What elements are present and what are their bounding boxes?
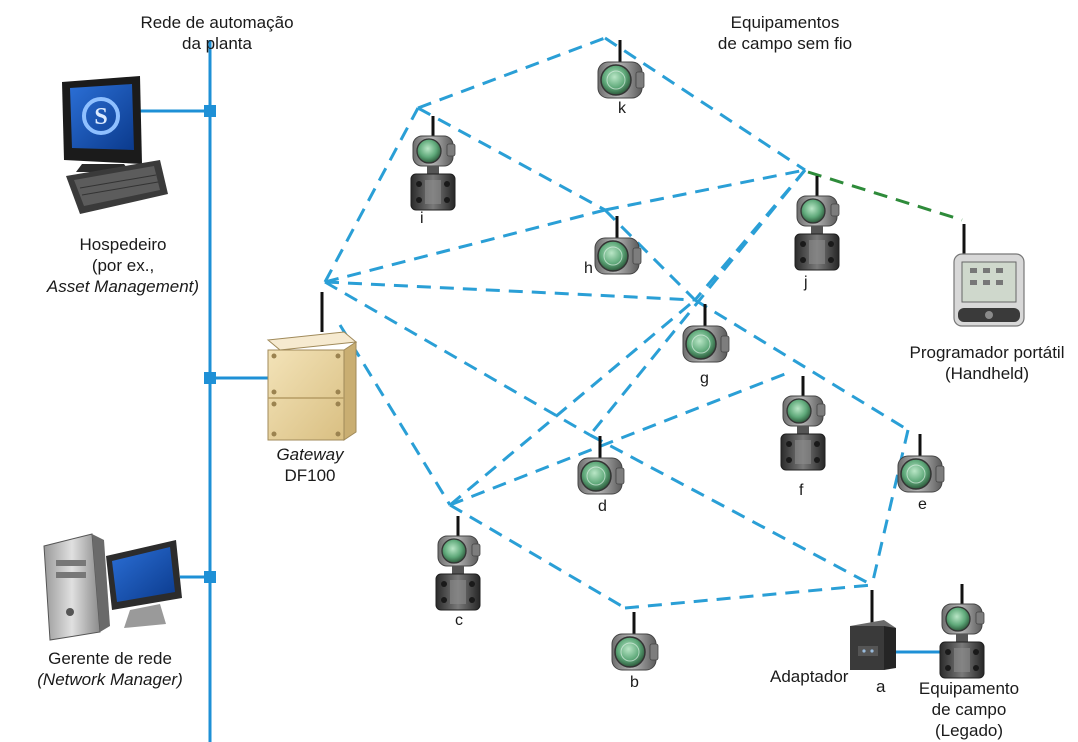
device-f-icon — [779, 374, 827, 472]
host-line-2: (por ex., — [91, 256, 155, 275]
device-label-h: h — [584, 260, 593, 277]
handheld-line-1: Programador portátil — [909, 343, 1065, 362]
gateway-model: DF100 — [284, 466, 336, 485]
legacy-line-2: de campo — [931, 700, 1007, 719]
gateway-name: Gateway — [276, 445, 344, 464]
device-label-i: i — [420, 210, 424, 227]
handheld-line-2: (Handheld) — [944, 364, 1030, 383]
gateway-label: Gateway DF100 — [262, 444, 358, 486]
legacy-line-3: (Legado) — [934, 721, 1004, 740]
host-computer-icon: S — [62, 76, 168, 214]
handheld-label: Programador portátil (Handheld) — [896, 342, 1078, 384]
legacy-device-icon — [938, 582, 986, 680]
plant-network-bus — [140, 40, 945, 742]
adapter-letter: a — [876, 676, 885, 697]
device-g-icon — [681, 302, 731, 364]
svg-text:S: S — [94, 104, 107, 130]
host-line-3: Asset Management) — [46, 277, 200, 296]
manager-line-2: (Network Manager) — [37, 670, 183, 689]
device-label-c: c — [455, 612, 463, 629]
device-i-icon — [409, 114, 457, 212]
device-d-icon — [576, 434, 626, 496]
host-label: Hospedeiro (por ex., Asset Management) — [28, 234, 218, 297]
plant-network-line-2: da planta — [182, 34, 252, 53]
adapter-letter-text: a — [876, 677, 886, 696]
device-label-g: g — [700, 370, 709, 387]
adapter-icon — [850, 590, 896, 670]
handheld-link — [807, 170, 963, 222]
legacy-line-1: Equipamento — [918, 679, 1020, 698]
manager-line-1: Gerente de rede — [48, 649, 172, 668]
plant-network-label: Rede de automação da planta — [120, 12, 314, 54]
device-b-icon — [610, 610, 660, 672]
legacy-device-label: Equipamento de campo (Legado) — [904, 678, 1034, 741]
device-k-icon — [793, 174, 841, 272]
device-label-e: e — [918, 496, 927, 513]
device-label-k: j — [804, 274, 808, 291]
device-label-d: d — [598, 498, 607, 515]
field-devices-label: Equipamentos de campo sem fio — [700, 12, 870, 54]
field-devices-line-2: de campo sem fio — [717, 34, 853, 53]
device-label-f: f — [799, 482, 804, 499]
adapter-label: Adaptador — [770, 666, 848, 687]
device-j-icon — [596, 38, 646, 100]
network-manager-computer-icon — [43, 533, 182, 641]
network-manager-label: Gerente de rede (Network Manager) — [20, 648, 200, 690]
gateway-icon — [266, 292, 358, 441]
field-devices-line-1: Equipamentos — [730, 13, 840, 32]
host-line-1: Hospedeiro — [79, 235, 167, 254]
handheld-programmer-icon — [953, 224, 1025, 327]
adapter-text: Adaptador — [770, 667, 849, 686]
device-h-icon — [593, 214, 643, 276]
wireless-links — [323, 36, 910, 610]
device-label-j: k — [618, 100, 626, 117]
device-label-b: b — [630, 674, 639, 691]
device-c-icon — [434, 514, 482, 612]
plant-network-line-1: Rede de automação — [140, 13, 294, 32]
